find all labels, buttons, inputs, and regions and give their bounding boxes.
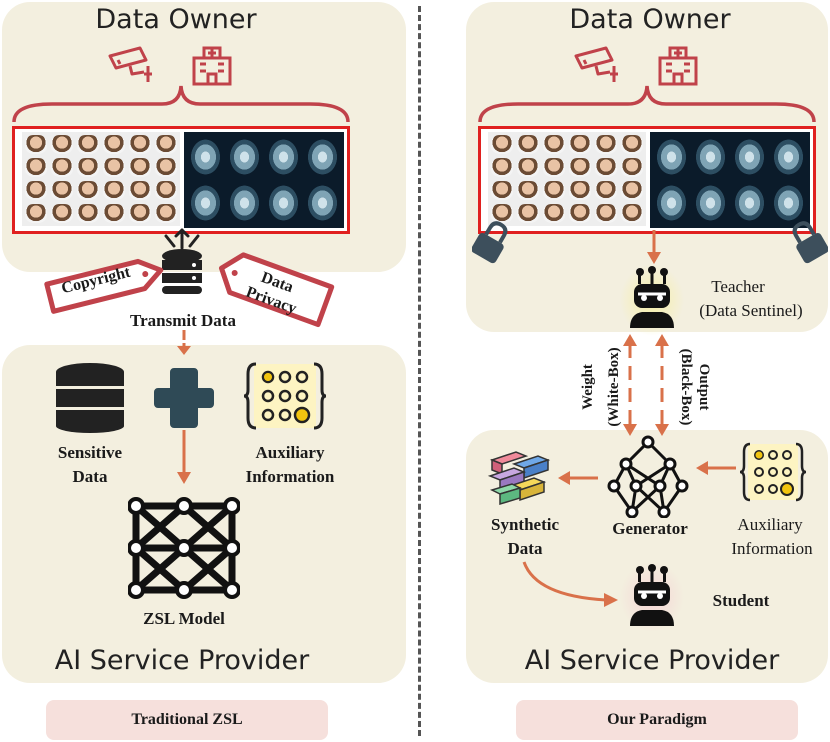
teacher-label-line2: (Data Sentinel) xyxy=(699,301,803,320)
database-transmit-icon xyxy=(162,228,202,294)
generator-label: Generator xyxy=(612,519,688,538)
right-provider-title: AI Service Provider xyxy=(524,645,780,676)
student-label: Student xyxy=(712,591,770,610)
left-face-images xyxy=(22,132,180,226)
traditional-zsl-badge: Traditional ZSL xyxy=(46,700,328,740)
right-mri-images xyxy=(650,132,810,228)
plus-icon xyxy=(154,368,214,428)
left-auxiliary-icon xyxy=(244,362,326,430)
center-divider xyxy=(418,6,421,736)
right-security-camera-icon xyxy=(574,46,618,82)
student-robot-icon xyxy=(620,562,684,632)
output-label-line2: (Black-Box) xyxy=(678,348,694,426)
teacher-robot-icon xyxy=(620,264,684,336)
left-aux-line1: Auxiliary xyxy=(255,443,325,462)
right-owner-title: Data Owner xyxy=(569,4,731,35)
our-paradigm-badge: Our Paradigm xyxy=(516,700,798,740)
privacy-tag xyxy=(218,252,335,328)
left-aux-line2: Information xyxy=(245,467,335,486)
right-hospital-icon xyxy=(658,46,698,86)
left-transmit-arrow xyxy=(177,330,191,355)
sensitive-data-line1: Sensitive xyxy=(57,443,123,462)
right-aux-line2: Information xyxy=(731,539,813,558)
security-camera-icon xyxy=(108,46,152,82)
right-aux-line1: Auxiliary xyxy=(737,515,803,534)
weight-output-arrows xyxy=(623,334,669,436)
sensitive-data-line2: Data xyxy=(72,467,108,486)
transmit-data-label: Transmit Data xyxy=(130,311,236,330)
left-brace xyxy=(12,85,350,123)
left-mri-images xyxy=(184,132,344,228)
weight-label-line1: Weight xyxy=(580,364,596,410)
synthetic-data-line2: Data xyxy=(507,539,543,558)
zsl-model-icon xyxy=(128,497,240,599)
right-padlock-icon xyxy=(792,221,828,264)
left-plus-to-model-arrow xyxy=(177,430,191,484)
left-provider-title: AI Service Provider xyxy=(54,645,310,676)
right-auxiliary-icon xyxy=(740,442,806,502)
left-padlock-icon xyxy=(472,221,508,264)
aux-to-generator-arrow xyxy=(696,461,736,475)
zsl-model-label: ZSL Model xyxy=(143,609,225,628)
sensitive-database-icon xyxy=(56,363,124,433)
right-brace xyxy=(478,85,816,123)
left-owner-title: Data Owner xyxy=(95,4,257,35)
synthetic-data-line1: Synthetic xyxy=(491,515,559,534)
generator-to-synthetic-arrow xyxy=(558,471,598,485)
copyright-tag xyxy=(44,258,164,314)
hospital-icon xyxy=(192,46,232,86)
right-face-images xyxy=(488,132,646,226)
generator-network-icon xyxy=(607,435,689,518)
weight-label-line2: (White-Box) xyxy=(606,347,622,427)
synthetic-data-icon xyxy=(487,451,551,506)
teacher-label-line1: Teacher xyxy=(711,277,765,296)
data-to-teacher-arrow xyxy=(647,230,661,264)
synthetic-to-student-arrow xyxy=(522,561,618,607)
